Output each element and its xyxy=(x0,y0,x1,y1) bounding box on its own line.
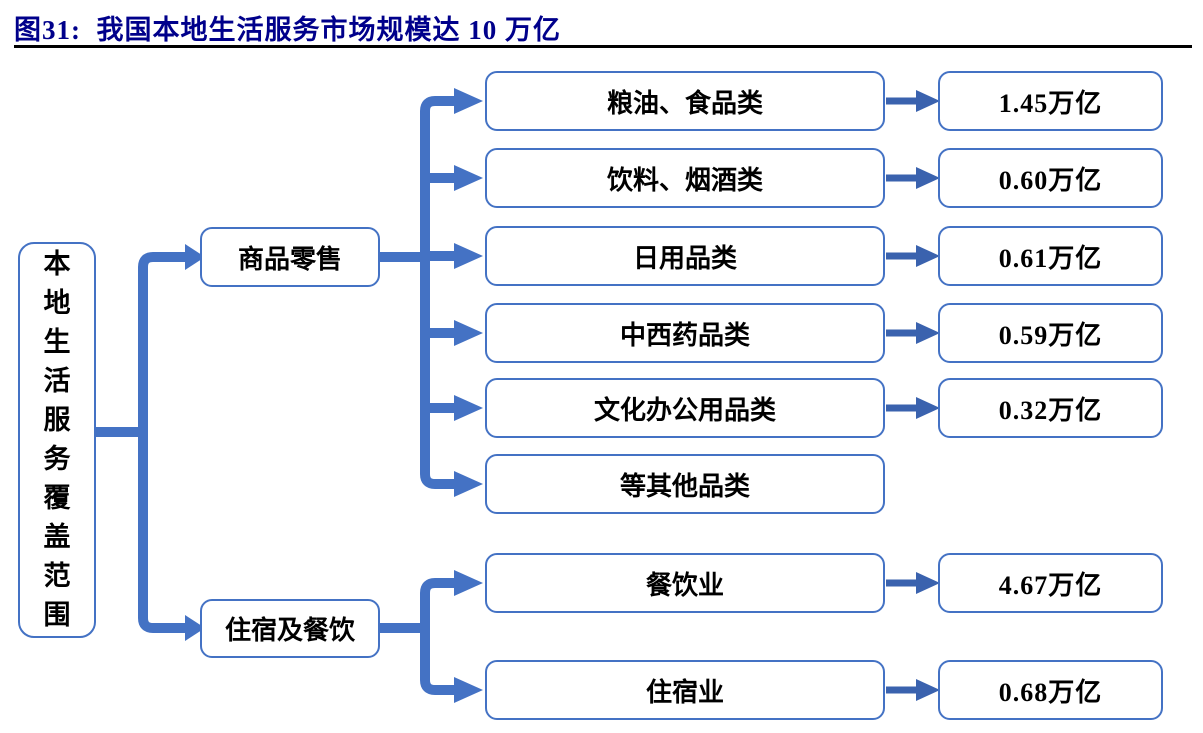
arrowhead-icon xyxy=(454,320,483,346)
category-node-catering: 餐饮业 xyxy=(485,553,885,613)
figure-title: 图31: 我国本地生活服务市场规模达 10 万亿 xyxy=(14,15,561,45)
value-node-culture-office: 0.32万亿 xyxy=(938,378,1163,438)
value-label: 0.61万亿 xyxy=(998,243,1103,273)
branch-node-label: 住宿及餐饮 xyxy=(224,616,355,645)
category-node-daily-goods: 日用品类 xyxy=(485,226,885,286)
value-label: 0.60万亿 xyxy=(998,165,1103,195)
category-node-culture-office: 文化办公用品类 xyxy=(485,378,885,438)
retail-spine-connector xyxy=(420,96,455,489)
value-label: 4.67万亿 xyxy=(998,570,1103,600)
value-label: 0.32万亿 xyxy=(998,395,1103,425)
category-label: 文化办公用品类 xyxy=(593,395,776,425)
arrowhead-icon xyxy=(185,244,205,270)
arrowhead-icon xyxy=(454,243,483,269)
arrowhead-icon xyxy=(454,677,483,703)
lodging-fork-connector xyxy=(420,578,455,695)
value-arrowhead-icon xyxy=(916,167,940,189)
value-arrowhead-icon xyxy=(916,322,940,344)
value-arrowhead-icon xyxy=(916,679,940,701)
category-label: 中西药品类 xyxy=(619,320,750,350)
category-node-grain-food: 粮油、食品类 xyxy=(485,71,885,131)
category-node-other: 等其他品类 xyxy=(485,454,885,514)
category-label: 饮料、烟酒类 xyxy=(606,165,763,195)
value-node-grain-food: 1.45万亿 xyxy=(938,71,1163,131)
value-node-catering: 4.67万亿 xyxy=(938,553,1163,613)
value-node-beverage-tobacco: 0.60万亿 xyxy=(938,148,1163,208)
arrowhead-icon xyxy=(454,88,483,114)
category-node-medicine: 中西药品类 xyxy=(485,303,885,363)
category-label: 住宿业 xyxy=(645,677,724,707)
category-label: 等其他品类 xyxy=(619,471,750,501)
value-node-medicine: 0.59万亿 xyxy=(938,303,1163,363)
branch-node-lodging-catering: 住宿及餐饮 xyxy=(200,599,380,658)
arrowhead-icon xyxy=(454,165,483,191)
value-label: 0.68万亿 xyxy=(998,677,1103,707)
category-node-accommodation: 住宿业 xyxy=(485,660,885,720)
category-node-beverage-tobacco: 饮料、烟酒类 xyxy=(485,148,885,208)
category-label: 餐饮业 xyxy=(645,570,724,600)
value-arrowhead-icon xyxy=(916,245,940,267)
root-node-coverage-scope: 本地生活服务覆盖范围 xyxy=(18,242,96,638)
root-node-label: 本地生活服务覆盖范围 xyxy=(43,249,71,630)
value-label: 0.59万亿 xyxy=(998,320,1103,350)
arrowhead-icon xyxy=(454,570,483,596)
value-label: 1.45万亿 xyxy=(998,88,1103,118)
title-rule xyxy=(14,45,1192,48)
category-label: 日用品类 xyxy=(632,243,737,273)
value-arrowhead-icon xyxy=(916,397,940,419)
arrowhead-icon xyxy=(454,395,483,421)
branch-node-label: 商品零售 xyxy=(237,244,342,274)
value-arrowhead-icon xyxy=(916,572,940,594)
category-label: 粮油、食品类 xyxy=(606,88,763,118)
root-trunk-connector xyxy=(138,252,186,633)
arrowhead-icon xyxy=(454,471,483,497)
branch-node-goods-retail: 商品零售 xyxy=(200,227,380,287)
arrowhead-icon xyxy=(185,615,205,641)
value-node-accommodation: 0.68万亿 xyxy=(938,660,1163,720)
value-node-daily-goods: 0.61万亿 xyxy=(938,226,1163,286)
value-arrowhead-icon xyxy=(916,90,940,112)
